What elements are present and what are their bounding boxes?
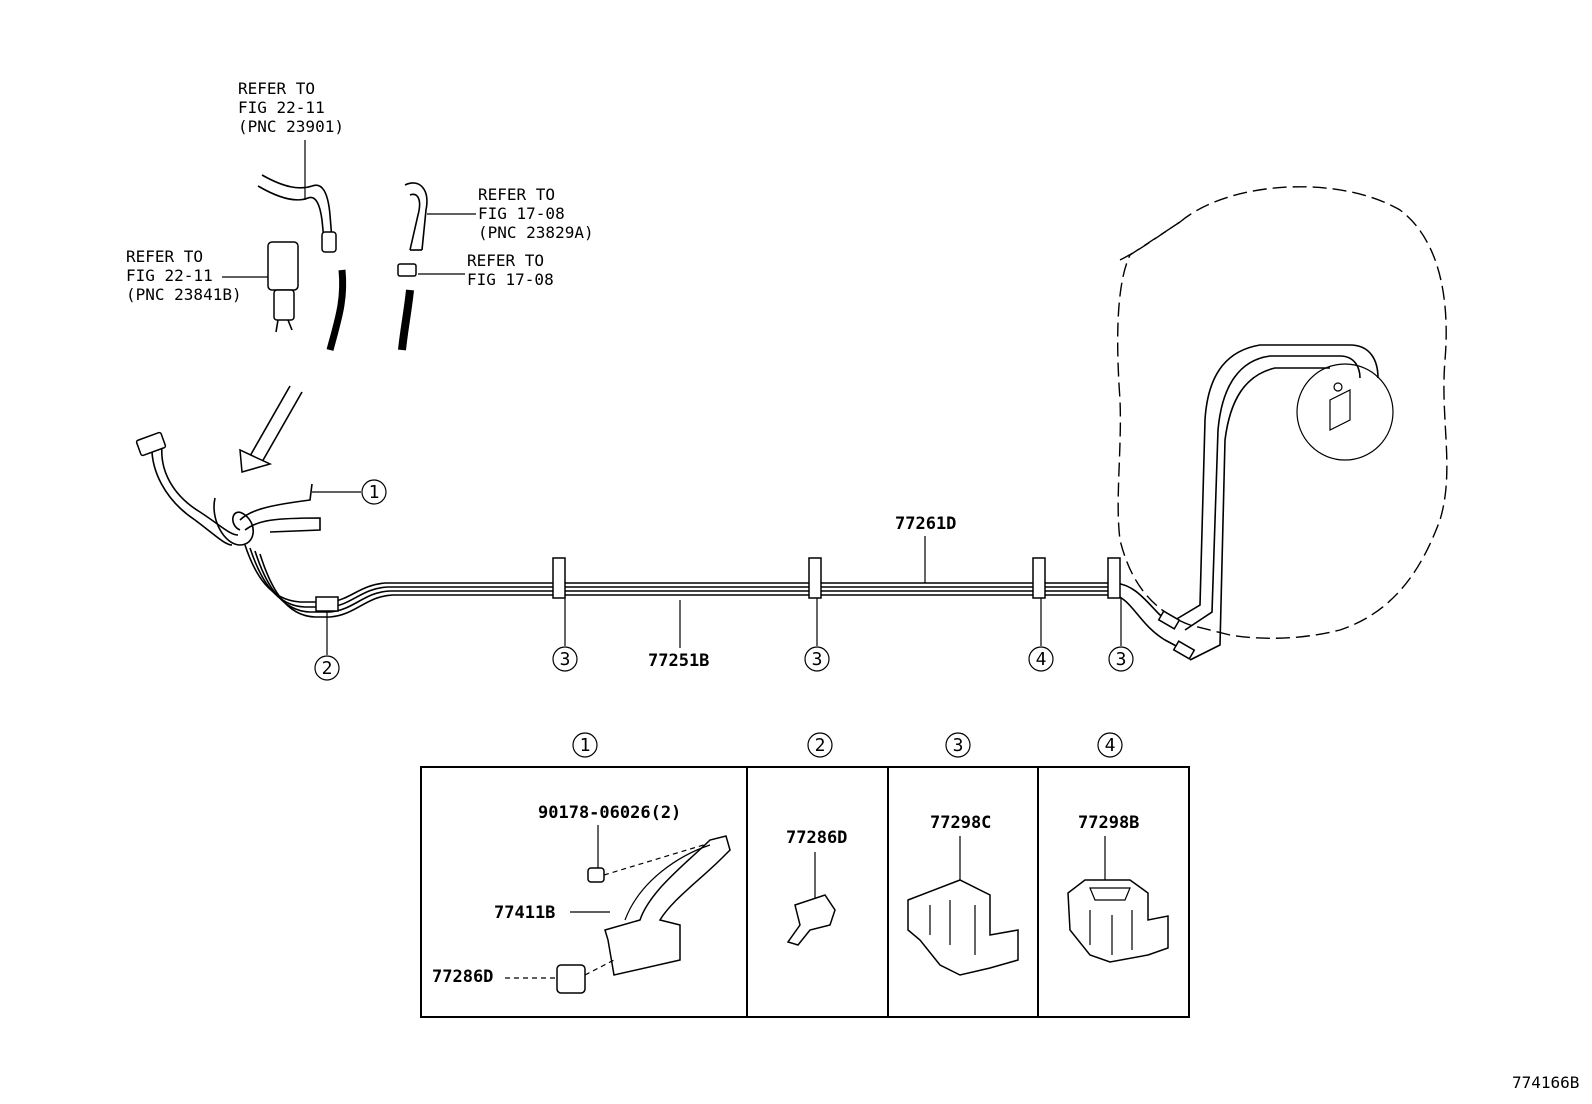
connector-23841b	[267, 241, 299, 291]
detail-panel-3: 77298C	[907, 813, 1019, 976]
svg-text:3: 3	[560, 649, 571, 670]
detail-panel-4: 77298B	[1067, 813, 1169, 963]
panel-4-callout	[1097, 732, 1123, 758]
ref-23901-group: REFER TO FIG 22-11 (PNC 23901)	[238, 79, 347, 351]
ref-23829a-line1: REFER TO	[478, 185, 555, 204]
detail-panel-1: 90178-06026(2) 77411B 77286D	[432, 803, 731, 994]
clamp-3c	[1107, 557, 1121, 599]
label-77298b: 77298B	[1078, 813, 1139, 833]
clamp-3a	[552, 557, 566, 599]
callouts: 1 2 3 3 4 3	[312, 479, 1134, 681]
clamp-77298c	[907, 879, 1019, 976]
callout-1	[361, 479, 387, 505]
ref-1708-line2: FIG 17-08	[467, 270, 554, 289]
bracket-77411b	[604, 835, 731, 976]
callout-3a	[552, 646, 578, 672]
clip-77286d-a	[556, 964, 586, 994]
fuel-pump-ring	[1296, 363, 1394, 461]
tank-tube-1	[1174, 344, 1379, 621]
ref-23841b-line1: REFER TO	[126, 247, 203, 266]
svg-text:1: 1	[580, 735, 591, 756]
clamp-4	[1032, 557, 1046, 599]
callout-3b	[804, 646, 830, 672]
ref-23901-line2: FIG 22-11	[238, 98, 325, 117]
ref-23829a-line3: (PNC 23829A)	[478, 223, 594, 242]
svg-text:4: 4	[1105, 735, 1116, 756]
ref-1708-line1: REFER TO	[467, 251, 544, 270]
panel-2-callout	[807, 732, 833, 758]
ref-23901-line3: (PNC 23901)	[238, 117, 344, 136]
label-90178-06026: 90178-06026(2)	[538, 803, 681, 823]
hose-23901-end	[321, 231, 337, 253]
label-77286d-a: 77286D	[432, 967, 493, 987]
ref-1708-group: REFER TO FIG 17-08	[397, 251, 554, 351]
ref-23829a-group: REFER TO FIG 17-08 (PNC 23829A)	[404, 182, 594, 251]
detail-panel-2: 77286D	[786, 828, 847, 946]
direction-arrow	[239, 385, 303, 473]
direction-arrow-head	[239, 448, 273, 473]
svg-text:3: 3	[953, 735, 964, 756]
bolt-90178	[587, 867, 605, 883]
panel-1-callout	[572, 732, 598, 758]
svg-text:3: 3	[1116, 649, 1127, 670]
svg-text:1: 1	[369, 482, 380, 503]
clamp-2	[315, 596, 339, 612]
svg-text:3: 3	[812, 649, 823, 670]
clip-1708	[397, 263, 417, 277]
label-77261d: 77261D	[895, 514, 956, 534]
callout-2	[314, 655, 340, 681]
ref-23841b-group: REFER TO FIG 22-11 (PNC 23841B)	[126, 241, 299, 333]
clamp-77298b	[1067, 879, 1169, 963]
callout-4	[1028, 646, 1054, 672]
svg-text:2: 2	[322, 658, 333, 679]
label-77411b: 77411B	[494, 903, 555, 923]
detail-box	[420, 766, 1190, 1018]
hose-23901	[261, 174, 333, 241]
hose-1708-lower	[398, 289, 414, 351]
clamp-3b	[808, 557, 822, 599]
ref-23841b-line2: FIG 22-11	[126, 266, 213, 285]
ref-23829a-line2: FIG 17-08	[478, 204, 565, 223]
figure-code: 774166B	[1512, 1073, 1579, 1092]
main-tube-bundle	[135, 431, 1196, 660]
panel-3-callout	[945, 732, 971, 758]
detail-panel-headers: 1 2 3 4	[572, 732, 1123, 758]
hose-23901-lower	[326, 269, 347, 351]
hose-23829a	[404, 182, 428, 251]
label-77286d-b: 77286D	[786, 828, 847, 848]
ref-23901-line1: REFER TO	[238, 79, 315, 98]
fuel-tank-outline	[1116, 186, 1448, 639]
svg-text:2: 2	[815, 735, 826, 756]
clip-77286d-b	[786, 894, 836, 946]
callout-3c	[1108, 646, 1134, 672]
svg-text:4: 4	[1036, 649, 1047, 670]
ref-23841b-line3: (PNC 23841B)	[126, 285, 242, 304]
label-77251b: 77251B	[648, 651, 709, 671]
label-77298c: 77298C	[930, 813, 991, 833]
tube-end-connector	[135, 431, 167, 457]
